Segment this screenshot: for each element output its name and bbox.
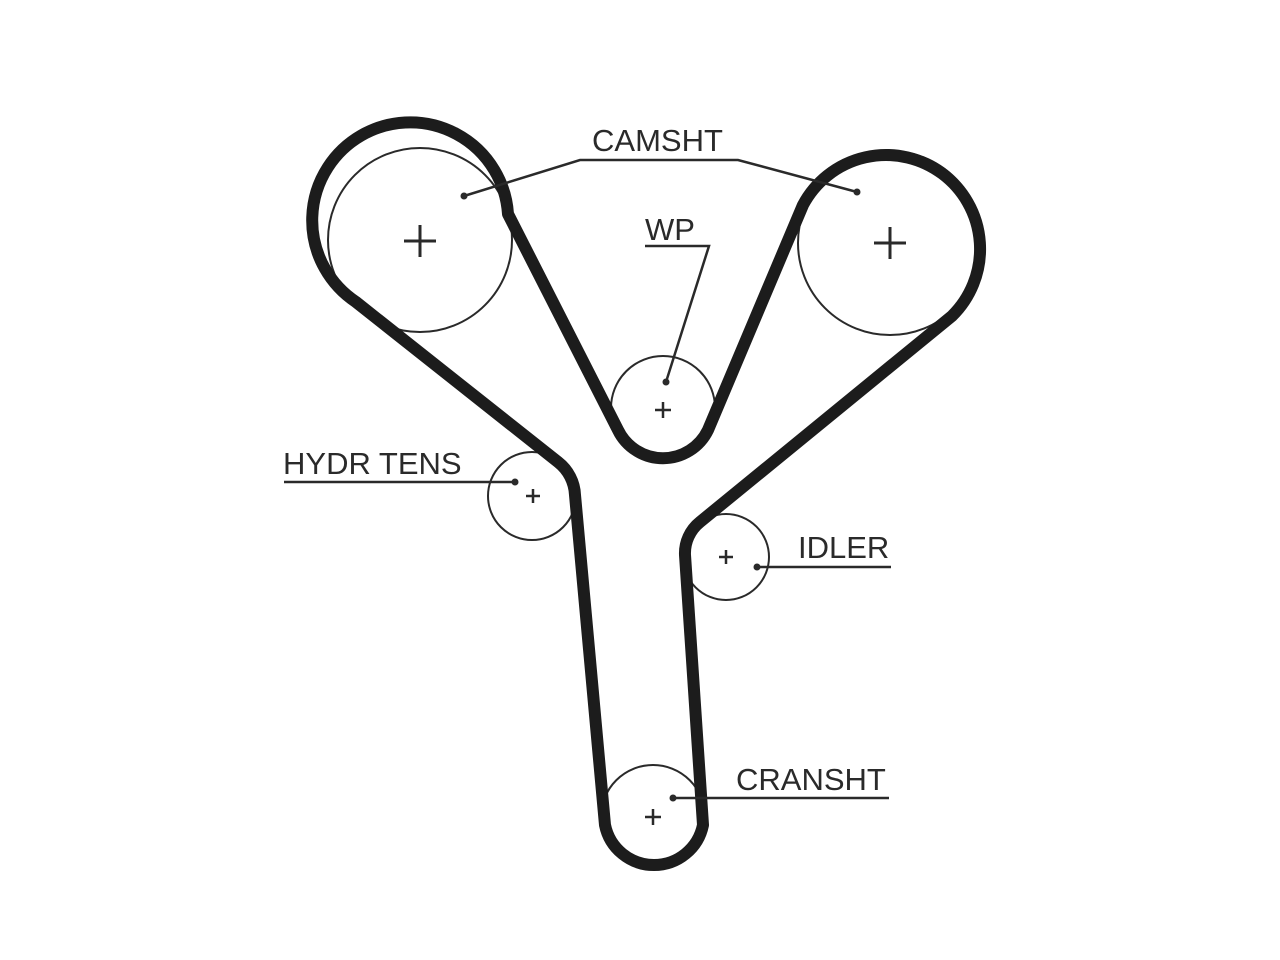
idler-center-icon <box>719 550 733 564</box>
camshaft-leader <box>460 158 861 200</box>
water-pump-center-icon <box>655 402 671 418</box>
camshaft-right-center-icon <box>874 227 906 259</box>
camshaft-label: CAMSHT <box>592 123 723 158</box>
crankshaft-label: CRANSHT <box>736 762 886 797</box>
hydraulic-tensioner-leader <box>284 478 519 486</box>
timing-belt <box>306 116 987 872</box>
idler-leader <box>753 563 891 571</box>
crankshaft-center-icon <box>645 809 661 825</box>
water-pump-leader <box>645 244 711 386</box>
water-pump-label: WP <box>645 212 695 247</box>
hydraulic-tensioner-label: HYDR TENS <box>283 446 462 481</box>
camshaft-left-center-icon <box>404 225 436 257</box>
crankshaft-leader <box>669 794 889 802</box>
idler-label: IDLER <box>798 530 889 565</box>
hydraulic-tensioner-center-icon <box>526 489 540 503</box>
